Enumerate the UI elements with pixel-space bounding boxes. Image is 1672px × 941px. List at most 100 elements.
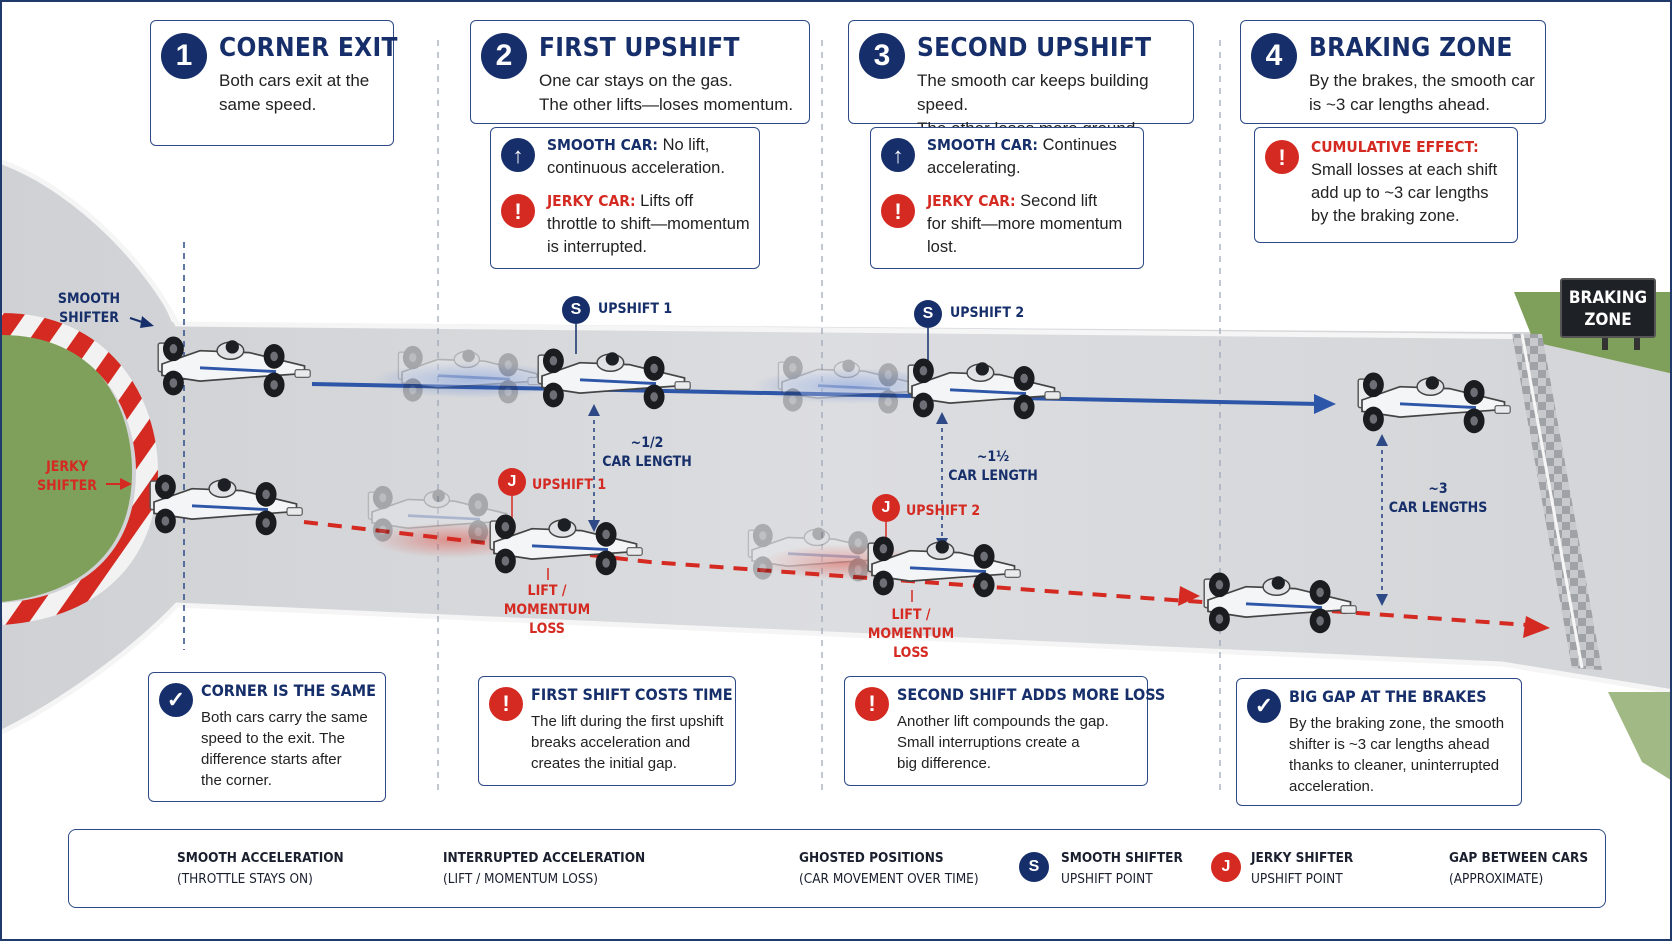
infield-grass	[2, 332, 132, 602]
alert-icon: !	[501, 194, 535, 228]
car-jerky-4	[1203, 572, 1357, 634]
legend-smooth-title: SMOOTH ACCELERATION	[177, 850, 344, 866]
detail-3-jerky-text: Second lift for shift—more momentum lost…	[927, 192, 1123, 256]
alert-icon: !	[1265, 140, 1299, 174]
upshift-1-jerky-label: UPSHIFT 1	[532, 477, 607, 493]
detail-3-smooth-text: Continues accelerating.	[927, 136, 1117, 177]
gap-3-label: ~3 CAR LENGTHS	[1388, 481, 1488, 516]
summary-3: ! SECOND SHIFT ADDS MORE LOSS Another li…	[844, 676, 1165, 786]
upshift-2-jerky-label: UPSHIFT 2	[906, 503, 981, 519]
detail-2-smooth-label: SMOOTH CAR:	[547, 136, 659, 154]
step-1-number: 1	[161, 33, 207, 79]
arrow-up-icon: ↑	[881, 138, 915, 172]
legend-gap-title: GAP BETWEEN CARS	[1449, 850, 1589, 866]
ghost-jerky-2	[747, 523, 893, 582]
smooth-shifter-label: SMOOTH SHIFTER	[57, 291, 121, 326]
legend-jerky-shifter-sub: UPSHIFT POINT	[1251, 871, 1343, 887]
smooth-arrowhead	[1314, 394, 1336, 414]
summary-2-body: The lift during the first upshift breaks…	[531, 713, 724, 772]
detail-3-jerky-label: JERKY CAR:	[927, 192, 1016, 210]
detail-2-jerky-label: JERKY CAR:	[547, 192, 636, 210]
legend-s-pin: S	[1019, 852, 1049, 882]
step-1-header: 1 CORNER EXIT Both cars exit at the same…	[150, 20, 397, 146]
step-4-detail: ! CUMULATIVE EFFECT:Small losses at each…	[1254, 127, 1518, 243]
detail-2-jerky: ! JERKY CAR: Lifts off throttle to shift…	[501, 190, 751, 264]
braking-grass-low	[1608, 692, 1670, 780]
track-line	[1520, 333, 1584, 669]
legend-gap: GAP BETWEEN CARS (APPROXIMATE)	[1449, 848, 1588, 890]
step-4-title: BRAKING ZONE	[1309, 33, 1513, 63]
car-jerky-3	[867, 536, 1021, 598]
legend-interrupted: INTERRUPTED ACCELERATION(LIFT / MOMENTUM…	[443, 848, 645, 890]
ghost-smooth-1	[397, 345, 543, 404]
step-4-number: 4	[1251, 33, 1297, 79]
detail-3-jerky: ! JERKY CAR: Second lift for shift—more …	[881, 190, 1135, 264]
summary-2: ! FIRST SHIFT COSTS TIME The lift during…	[478, 676, 736, 786]
step-1-desc: Both cars exit at the same speed.	[219, 71, 370, 114]
summary-4-body: By the braking zone, the smooth shifter …	[1289, 715, 1505, 795]
sign-post-2	[1634, 336, 1640, 350]
detail-4-label: CUMULATIVE EFFECT:	[1311, 138, 1479, 156]
ghost-jerky-1	[367, 485, 513, 544]
step-4-header: 4 BRAKING ZONE By the brakes, the smooth…	[1240, 20, 1546, 124]
sign-post	[1602, 336, 1608, 350]
step-2-desc: One car stays on the gas. The other lift…	[539, 71, 794, 114]
alert-icon: !	[489, 687, 523, 721]
gap-2-label: ~1½ CAR LENGTH	[948, 449, 1038, 484]
detail-2-smooth-text: No lift, continuous acceleration.	[547, 136, 725, 177]
step-1-title: CORNER EXIT	[219, 33, 398, 63]
step-2-title: FIRST UPSHIFT	[539, 33, 740, 63]
check-icon: ✓	[1247, 689, 1281, 723]
kerb	[2, 313, 159, 625]
detail-2-jerky-text: Lifts off throttle to shift—momentum is …	[547, 192, 750, 256]
upshift-1-smooth-label: UPSHIFT 1	[598, 301, 673, 317]
legend-ghosted-sub: (CAR MOVEMENT OVER TIME)	[799, 871, 979, 887]
detail-4-effect: ! CUMULATIVE EFFECT:Small losses at each…	[1265, 136, 1509, 236]
upshift-1-jerky-pin: J	[498, 468, 526, 496]
gap-arrow-2-head-top	[936, 412, 948, 424]
car-smooth-1	[157, 336, 311, 398]
jerky-arrowhead-2	[1178, 586, 1200, 606]
summary-4-title: BIG GAP AT THE BRAKES	[1289, 687, 1487, 706]
car-smooth-3	[907, 358, 1061, 420]
step-2-detail: ↑ SMOOTH CAR: No lift, continuous accele…	[490, 127, 760, 269]
check-icon: ✓	[159, 683, 193, 717]
step-3-header: 3 SECOND UPSHIFT The smooth car keeps bu…	[848, 20, 1194, 138]
step-3-number: 3	[859, 33, 905, 79]
start-checks	[1512, 334, 1602, 670]
detail-3-smooth-label: SMOOTH CAR:	[927, 136, 1039, 154]
legend-gap-sub: (APPROXIMATE)	[1449, 871, 1544, 887]
track-surface	[2, 162, 1670, 732]
step-4-desc: By the brakes, the smooth car is ~3 car …	[1309, 71, 1535, 114]
legend-smooth: SMOOTH ACCELERATION (THROTTLE STAYS ON)	[177, 848, 344, 890]
summary-3-title: SECOND SHIFT ADDS MORE LOSS	[897, 685, 1166, 704]
gap-arrow-3-head-bot	[1376, 594, 1388, 606]
summary-4: ✓ BIG GAP AT THE BRAKES By the braking z…	[1236, 678, 1522, 806]
legend-smooth-shifter-title: SMOOTH SHIFTER	[1061, 850, 1183, 866]
legend-smooth-shifter: SMOOTH SHIFTER UPSHIFT POINT	[1061, 848, 1183, 890]
jerky-pointer-head	[120, 478, 132, 490]
legend-j-pin: J	[1211, 852, 1241, 882]
summary-1: ✓ CORNER IS THE SAME Both cars carry the…	[148, 672, 386, 802]
step-2-number: 2	[481, 33, 527, 79]
jerky-arrowhead	[1523, 616, 1550, 638]
car-smooth-4	[1357, 372, 1511, 434]
step-3-title: SECOND UPSHIFT	[917, 33, 1152, 63]
legend: SMOOTH ACCELERATION (THROTTLE STAYS ON) I…	[68, 829, 1606, 908]
car-jerky-2	[489, 514, 643, 576]
step-3-detail: ↑ SMOOTH CAR: Continues accelerating. ! …	[870, 127, 1144, 269]
arrow-up-icon: ↑	[501, 138, 535, 172]
track-edge-bottom	[2, 602, 1670, 735]
alert-icon: !	[855, 687, 889, 721]
gap-1-label: ~1/2 CAR LENGTH	[602, 435, 692, 470]
legend-interrupted-sub: (LIFT / MOMENTUM LOSS)	[443, 871, 598, 887]
legend-smooth-sub: (THROTTLE STAYS ON)	[177, 871, 313, 887]
legend-smooth-shifter-sub: UPSHIFT POINT	[1061, 871, 1153, 887]
alert-icon: !	[881, 194, 915, 228]
lift-2-label: LIFT / MOMENTUM LOSS	[867, 607, 955, 661]
legend-ghosted-title: GHOSTED POSITIONS	[799, 850, 944, 866]
gap-arrow-3-head-top	[1376, 434, 1388, 446]
